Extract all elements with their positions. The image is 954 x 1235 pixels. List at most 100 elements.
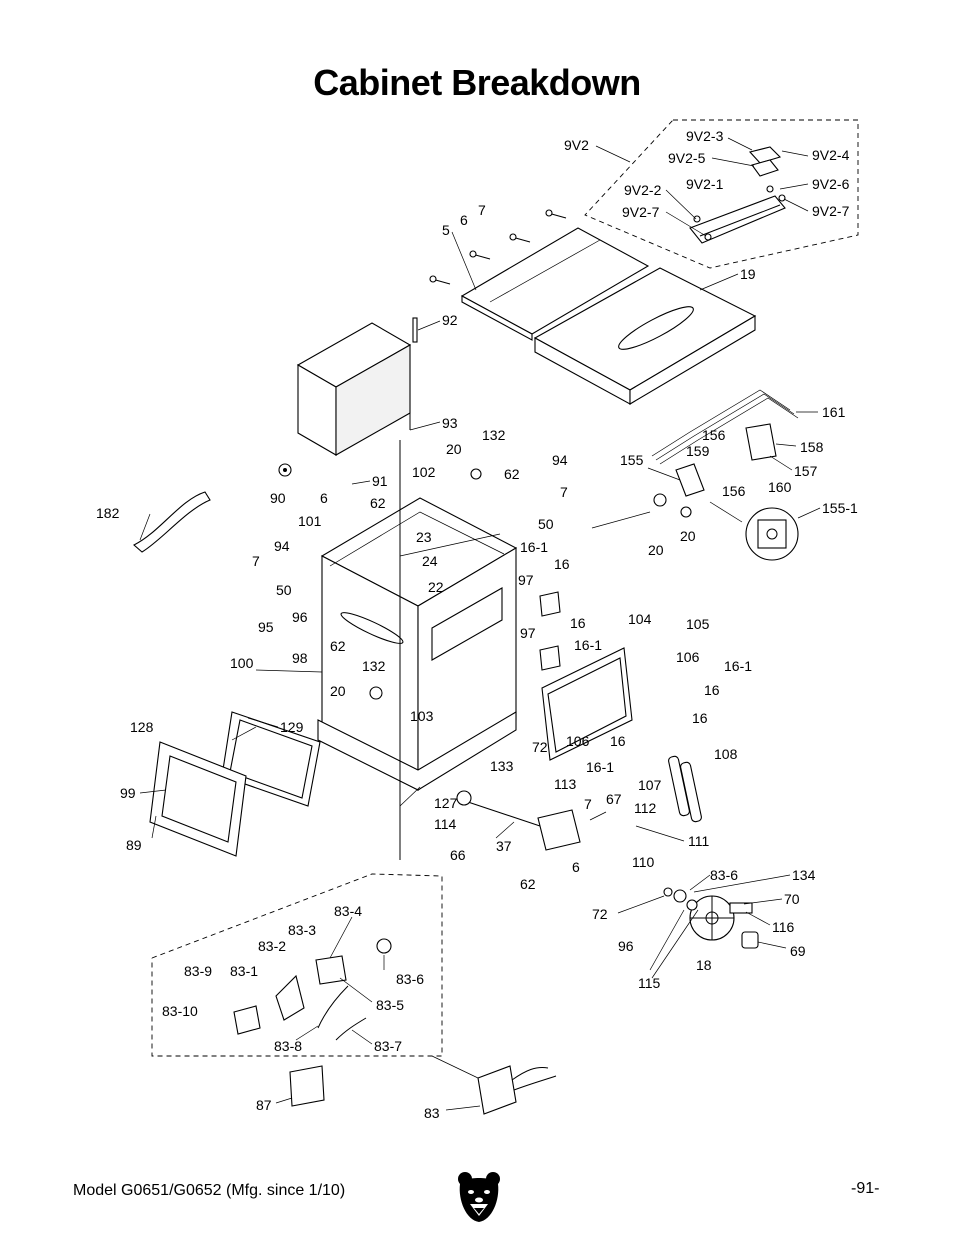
callout: 16-1	[724, 658, 752, 674]
callout: 111	[688, 833, 709, 849]
callout: 20	[648, 542, 664, 558]
callout: 6	[460, 212, 468, 228]
callout: 9V2-6	[812, 176, 850, 192]
callout: 83-2	[258, 938, 286, 954]
cord-assembly-161	[651, 389, 799, 465]
callout: 104	[628, 611, 652, 627]
callout: 105	[686, 616, 710, 632]
callout: 20	[680, 528, 696, 544]
callout: 9V2	[564, 137, 589, 153]
table-extension-5	[460, 227, 650, 341]
callout: 62	[504, 466, 520, 482]
callout: 96	[618, 938, 634, 954]
callout: 16	[570, 615, 586, 631]
callout: 157	[794, 463, 818, 479]
callout: 16	[692, 710, 708, 726]
callout: 7	[560, 484, 568, 500]
callout: 132	[362, 658, 386, 674]
callout: 62	[370, 495, 386, 511]
callout: 96	[292, 609, 308, 625]
callout: 92	[442, 312, 458, 328]
callout: 101	[298, 513, 322, 529]
callout: 83-5	[376, 997, 404, 1013]
washers-72-96	[663, 887, 698, 911]
paddle-83-10	[233, 1005, 261, 1035]
callout: 90	[270, 490, 286, 506]
bracket-113	[537, 809, 581, 851]
callout: 116	[772, 919, 795, 935]
callout: 69	[790, 943, 806, 959]
detail-155-1	[745, 507, 799, 561]
callout: 7	[478, 202, 486, 218]
callout: 83-6	[396, 971, 424, 987]
callout: 83-6	[710, 867, 738, 883]
callout: 9V2-4	[812, 147, 850, 163]
callout: 115	[638, 975, 661, 991]
page-title: Cabinet Breakdown	[313, 62, 641, 103]
callout: 102	[412, 464, 436, 480]
callout: 155-1	[822, 500, 858, 516]
callout: 156	[702, 427, 726, 443]
callout: 127	[434, 795, 458, 811]
callout: 37	[496, 838, 512, 854]
motor-cover-92	[296, 317, 418, 456]
callout: 159	[686, 443, 710, 459]
callout: 23	[416, 529, 432, 545]
callout: 19	[740, 266, 756, 282]
callout: 156	[722, 483, 746, 499]
callout: 97	[520, 625, 536, 641]
callout: 83-7	[374, 1038, 402, 1054]
extension-wing-9V2	[689, 146, 786, 244]
brackets-97	[539, 591, 561, 671]
callout: 50	[276, 582, 292, 598]
callout: 18	[696, 957, 712, 973]
callout: 95	[258, 619, 274, 635]
callout: 97	[518, 572, 534, 588]
callout: 6	[572, 859, 580, 875]
strain-relief-20	[369, 468, 667, 700]
callout: 106	[566, 733, 590, 749]
callout: 87	[256, 1097, 272, 1113]
callout: 67	[606, 791, 622, 807]
callout: 83	[424, 1105, 440, 1121]
wing-detail-boundary	[584, 119, 859, 269]
dust-door-99	[149, 741, 247, 857]
callout: 98	[292, 650, 308, 666]
callout: 9V2-7	[812, 203, 850, 219]
callout: 91	[372, 473, 388, 489]
gear-133	[456, 790, 472, 806]
callout: 16-1	[586, 759, 614, 775]
callout: 20	[330, 683, 346, 699]
callout: 83-3	[288, 922, 316, 938]
callout: 83-8	[274, 1038, 302, 1054]
callout: 128	[130, 719, 154, 735]
callout: 107	[638, 777, 662, 793]
cord-83-7	[335, 1017, 367, 1041]
shaft-114	[461, 799, 541, 827]
callout: 72	[592, 906, 608, 922]
callout: 133	[490, 758, 514, 774]
switch-plate-104	[541, 647, 633, 761]
callout: 89	[126, 837, 142, 853]
callout: 72	[532, 739, 548, 755]
callout: 9V2-1	[686, 176, 724, 192]
callout: 20	[446, 441, 462, 457]
handwheel-18	[689, 895, 735, 941]
callout: 6	[320, 490, 328, 506]
callout: 158	[800, 439, 824, 455]
callout: 83-10	[162, 1003, 198, 1019]
callout: 161	[822, 404, 846, 420]
callout: 83-4	[334, 903, 362, 919]
callout: 108	[714, 746, 738, 762]
callout: 182	[96, 505, 120, 521]
callout: 129	[280, 719, 304, 735]
callout: 94	[552, 452, 568, 468]
callout: 9V2-7	[622, 204, 660, 220]
callout: 7	[252, 553, 260, 569]
callout: 99	[120, 785, 136, 801]
callout: 50	[538, 516, 554, 532]
cover-87	[289, 1065, 325, 1107]
switch-plate-83-4	[315, 955, 347, 985]
callout: 9V2-2	[624, 182, 662, 198]
callout: 110	[632, 854, 655, 870]
